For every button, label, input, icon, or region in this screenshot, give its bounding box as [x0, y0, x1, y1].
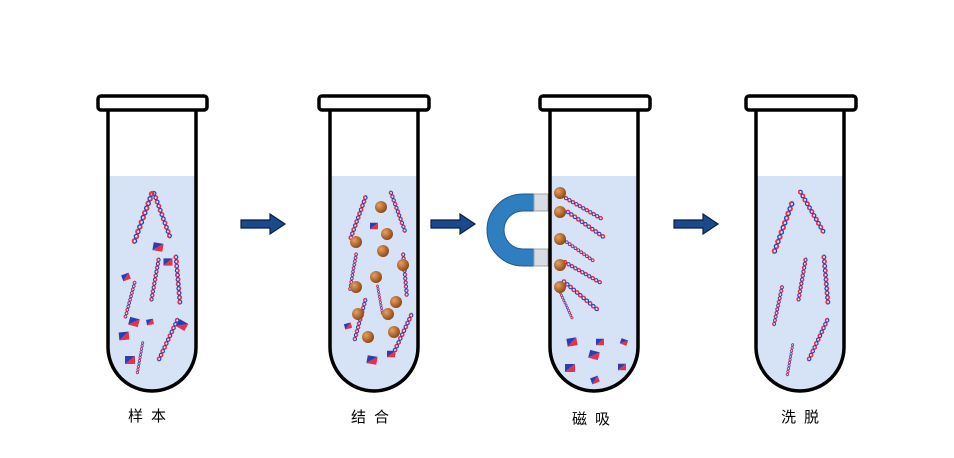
- protein-fragment-icon: [146, 318, 154, 326]
- magnetic-bead-icon: [350, 281, 362, 293]
- protein-fragment-icon: [366, 355, 378, 365]
- magnetic-bead-icon: [352, 308, 364, 320]
- step-label-magnetic-separation: 磁吸: [572, 410, 619, 428]
- protein-fragment-icon: [125, 356, 135, 364]
- magnetic-bead-icon: [554, 233, 566, 245]
- protein-fragment-icon: [370, 222, 378, 230]
- tube-bind: [317, 94, 431, 393]
- step-label-sample: 样本: [128, 407, 175, 425]
- magnetic-bead-icon: [397, 259, 409, 271]
- magnetic-bead-icon: [382, 308, 394, 320]
- protein-fragment-icon: [566, 337, 578, 347]
- tube-cap: [317, 94, 431, 112]
- magnetic-bead-icon: [388, 326, 400, 338]
- tube-liquid: [108, 176, 196, 391]
- magnetic-bead-icon: [370, 271, 382, 283]
- magnetic-bead-icon: [350, 236, 362, 248]
- protein-fragment-icon: [163, 258, 173, 266]
- magnetic-bead-icon: [377, 245, 389, 257]
- protein-fragment-icon: [565, 364, 575, 372]
- magnetic-bead-icon: [554, 281, 566, 293]
- tube-outline: [548, 108, 640, 393]
- step-label-bind: 结合: [351, 408, 398, 426]
- tube-outline: [754, 108, 846, 393]
- horseshoe-magnet-icon: [486, 193, 549, 267]
- protein-fragment-icon: [152, 242, 164, 252]
- tube-sample: [96, 94, 209, 393]
- protein-fragment-icon: [596, 338, 604, 346]
- tube-cap: [96, 94, 209, 112]
- magnetic-bead-icon: [381, 228, 393, 240]
- magnetic-bead-icon: [554, 206, 566, 218]
- magnetic-bead-icon: [375, 201, 387, 213]
- protein-fragment-icon: [618, 363, 626, 371]
- tube-magnetic-separation: [538, 94, 652, 393]
- protein-fragment-icon: [387, 350, 395, 358]
- magnetic-bead-icon: [554, 259, 566, 271]
- tube-liquid: [550, 176, 638, 391]
- protein-fragment-icon: [118, 331, 130, 341]
- tube-elution: [744, 94, 858, 393]
- tube-outline: [106, 108, 198, 393]
- tube-cap: [744, 94, 858, 112]
- right-arrow-icon: [673, 212, 720, 236]
- magnetic-bead-icon: [554, 187, 566, 199]
- right-arrow-icon: [430, 212, 477, 236]
- magnetic-bead-icon: [390, 296, 402, 308]
- tube-cap: [538, 94, 652, 112]
- right-arrow-icon: [240, 212, 287, 236]
- step-label-elution: 洗脱: [781, 408, 828, 426]
- tube-outline: [328, 108, 420, 393]
- magnetic-bead-icon: [362, 331, 374, 343]
